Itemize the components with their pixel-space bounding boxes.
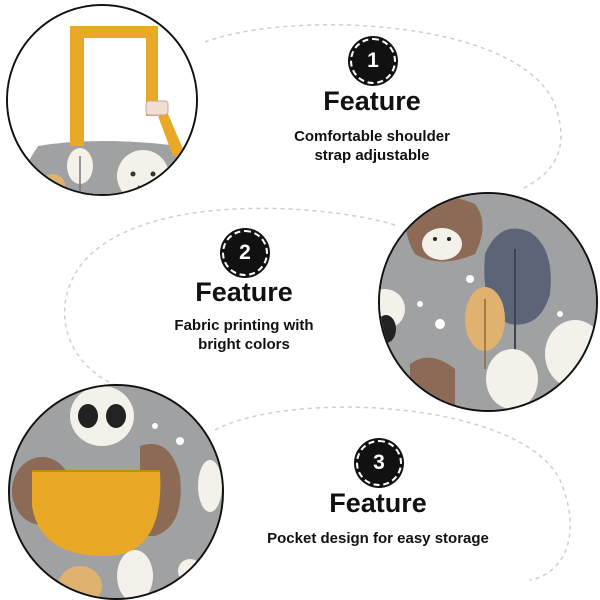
apron-strap-illustration [8,6,196,194]
feature-2-photo [378,192,598,412]
feature-2-title: Feature [195,277,293,307]
feature-3-title: Feature [329,488,427,518]
feature-1-line2: strap adjustable [314,147,430,164]
feature-2-line1: Fabric printing with [174,317,314,334]
feature-2-line2: bright colors [198,336,290,353]
feature-3-photo [8,384,224,600]
feature-2-number-badge: 2 [222,230,268,276]
pocket-illustration [10,386,222,598]
feature-3-line1: Pocket design for easy storage [267,530,489,547]
feature-1-title: Feature [323,86,421,116]
feature-3-number-badge: 3 [356,440,402,486]
feature-1-photo [6,4,198,196]
feature-1-number-badge: 1 [350,38,396,84]
feature-1-line1: Comfortable shoulder [294,128,450,145]
fabric-print-illustration [380,194,596,410]
